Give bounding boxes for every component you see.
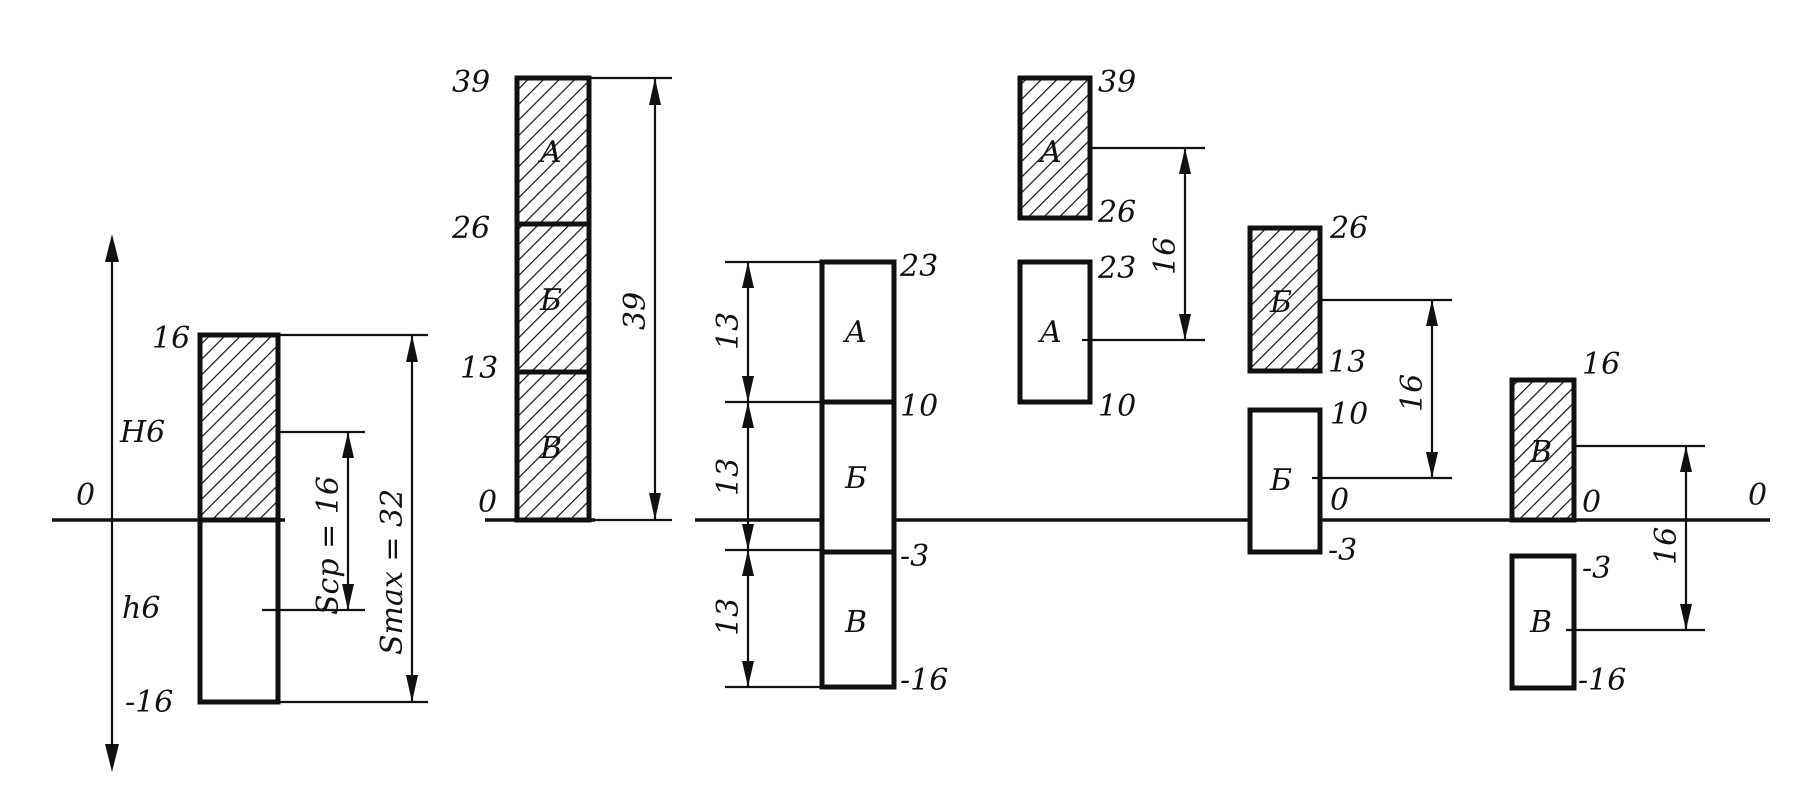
fig1-shaft-label: h6 [122, 591, 160, 626]
fig2-hole-groups: A Б В 39 26 13 0 39 [451, 65, 672, 523]
zero-label-right: 0 [1748, 478, 1767, 513]
pair-a-shaft-label: A [1037, 315, 1062, 350]
pair-a-clearance: 16 [1148, 237, 1183, 275]
pair-a-arrow-bottom [1179, 314, 1191, 340]
pair-b-hole-label: Б [1269, 285, 1292, 320]
pair-b-shaft-bottom: -3 [1328, 533, 1357, 568]
fig3-dim-b-arrow-top [742, 402, 754, 428]
pair-b-arrow-bottom [1426, 452, 1438, 478]
pair-v-shaft-top: -3 [1582, 551, 1611, 586]
pair-a-shaft-top: 23 [1097, 251, 1136, 286]
fig1-savg-label: Sср = 16 [311, 476, 346, 615]
fig2-group-b [514, 221, 592, 375]
pair-b-shaft [1247, 407, 1323, 555]
fig1-hole-label: H6 [119, 415, 165, 450]
fig3-dim-v-label: 13 [711, 598, 746, 636]
fig3-shaft-groups: A Б В 23 10 -3 -16 13 13 13 [711, 249, 948, 698]
fig3-dim-v-arrow-top [742, 550, 754, 576]
fig1-axis-arrow-down [105, 744, 119, 772]
pair-a-shaft-bottom: 10 [1098, 389, 1136, 424]
fig3-dim-b-label: 13 [711, 458, 746, 496]
pair-b-shaft-label: Б [1269, 463, 1292, 498]
pair-v-hole-label: В [1529, 435, 1552, 470]
pair-a-shaft [1017, 259, 1093, 405]
zero-label-left: 0 [76, 478, 95, 513]
fig1-savg-arrow-top [342, 432, 354, 458]
fig3-group-v-label: В [844, 605, 867, 640]
pair-b-clearance: 16 [1395, 374, 1430, 412]
fig1-axis-arrow-up [105, 234, 119, 262]
fig3-tick-neg3: -3 [900, 539, 929, 574]
pair-a: A A 39 26 23 10 16 [1017, 65, 1205, 424]
pair-v: В В 16 0 -3 -16 16 [1509, 347, 1705, 698]
pair-v-hole [1509, 377, 1577, 523]
pair-a-hole-label: A [1037, 135, 1062, 170]
pair-b-hole-bottom: 13 [1328, 345, 1366, 380]
fig2-total-arrow-top [649, 78, 661, 105]
fig2-group-a [514, 75, 592, 227]
fig2-total-label: 39 [618, 292, 653, 330]
fig1-hole-field [197, 332, 281, 523]
fig2-group-a-label: A [537, 135, 562, 170]
fig2-tick-0: 0 [478, 485, 497, 520]
pair-b-shaft-top: 10 [1330, 397, 1368, 432]
fig1-smax-label: Smax = 32 [375, 489, 410, 655]
fig1-bottom-value: -16 [125, 685, 173, 720]
pair-v-shaft-label: В [1529, 605, 1552, 640]
fig3-dim-a-arrow-bottom [742, 376, 754, 402]
pair-a-hole-bottom: 26 [1097, 195, 1136, 230]
fig3-group-a-label: A [842, 315, 867, 350]
fig1-top-value: 16 [152, 321, 190, 356]
fig3-dim-v-arrow-bottom [742, 661, 754, 687]
fig2-tick-13: 13 [460, 351, 498, 386]
pair-v-shaft [1509, 553, 1577, 691]
pair-v-arrow-bottom [1680, 604, 1692, 630]
fig3-dim-a-arrow-top [742, 262, 754, 288]
fig2-group-b-label: Б [539, 283, 562, 318]
fig3-tick-10: 10 [900, 389, 938, 424]
fig3-group-a [819, 259, 897, 405]
fig1-smax-arrow-top [406, 335, 418, 362]
pair-b-hole [1247, 225, 1323, 374]
pair-v-clearance: 16 [1649, 527, 1684, 565]
pair-v-arrow-top [1680, 446, 1692, 472]
fig3-dim-b-arrow-bottom [742, 524, 754, 550]
fig2-group-v-label: В [539, 431, 562, 466]
fig3-group-b [819, 399, 897, 555]
fig1-smax-arrow-bottom [406, 675, 418, 702]
pair-a-hole [1017, 75, 1093, 221]
fig3-tick-23: 23 [899, 249, 938, 284]
pair-b: Б Б 26 13 10 0 -3 16 [1247, 211, 1452, 568]
fig1-savg-arrow-bottom [342, 584, 354, 610]
pair-v-hole-bottom: 0 [1582, 485, 1601, 520]
pair-v-hole-top: 16 [1582, 347, 1620, 382]
fig2-group-v [514, 369, 592, 523]
fig3-group-b-label: Б [844, 461, 867, 496]
fig2-total-arrow-bottom [649, 493, 661, 520]
pair-b-arrow-top [1426, 300, 1438, 326]
fig1-h6-fit: H6 h6 16 -16 Sср = 16 Smax = 32 [105, 234, 428, 772]
pair-b-zero: 0 [1330, 483, 1349, 518]
fig2-tick-39: 39 [452, 65, 490, 100]
pair-a-hole-top: 39 [1098, 65, 1136, 100]
fig3-tick-neg16: -16 [900, 663, 948, 698]
pair-a-arrow-top [1179, 148, 1191, 174]
pair-b-hole-top: 26 [1329, 211, 1368, 246]
fig3-group-v [819, 549, 897, 690]
fig2-tick-26: 26 [451, 211, 490, 246]
fig3-dim-a-label: 13 [711, 312, 746, 350]
pair-v-shaft-bottom: -16 [1578, 663, 1626, 698]
